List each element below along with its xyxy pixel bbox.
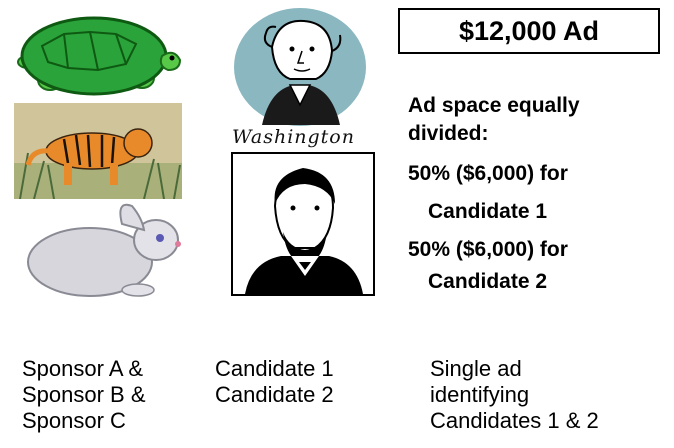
rabbit-icon: [18, 200, 188, 300]
ad-split-description: Ad space equally divided:: [408, 92, 580, 148]
ad-total-box: $12,000 Ad: [398, 8, 660, 54]
desc-line: 50% ($6,000) for: [408, 162, 568, 185]
sponsor-line: Sponsor A &: [22, 356, 144, 381]
single-ad-line: identifying: [430, 382, 530, 407]
portrait-signature: Washington: [232, 126, 355, 148]
desc-line: Candidate 2: [428, 270, 548, 293]
sponsor-line: Sponsor B &: [22, 382, 146, 407]
single-ad-caption: Single ad identifying Candidates 1 & 2: [430, 356, 599, 434]
sponsors-caption: Sponsor A & Sponsor B & Sponsor C: [22, 356, 146, 434]
ad-total-title: $12,000 Ad: [458, 15, 600, 46]
single-ad-line: Candidates 1 & 2: [430, 408, 599, 433]
desc-line: 50% ($6,000) for: [408, 238, 568, 261]
sponsor-line: Sponsor C: [22, 408, 126, 433]
desc-line: Ad space equally: [408, 94, 580, 117]
lincoln-portrait-icon: [231, 152, 375, 296]
desc-line: Candidate 1: [428, 200, 548, 223]
tiger-icon: [14, 103, 182, 199]
candidate-line: Candidate 1: [215, 356, 334, 381]
washington-portrait-icon: [232, 7, 368, 129]
turtle-icon: [12, 6, 186, 98]
candidates-caption: Candidate 1 Candidate 2: [215, 356, 334, 408]
desc-line: divided:: [408, 122, 489, 145]
single-ad-line: Single ad: [430, 356, 522, 381]
candidate-line: Candidate 2: [215, 382, 334, 407]
